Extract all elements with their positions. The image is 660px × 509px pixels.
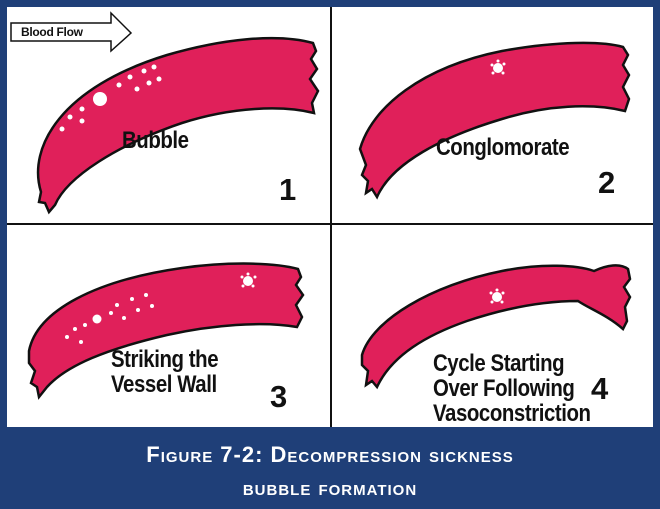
- bubble: [83, 323, 87, 327]
- bubble: [122, 316, 126, 320]
- figure-caption: Figure 7-2: Decompression sickness bubbl…: [0, 431, 660, 509]
- bubble: [73, 327, 77, 331]
- bubble: [80, 119, 85, 124]
- bubble: [152, 65, 157, 70]
- panel-4-label: Cycle Starting Over Following Vasoconstr…: [433, 351, 591, 426]
- bubble: [135, 87, 140, 92]
- bubble: [80, 107, 85, 112]
- panel-3-label: Striking the Vessel Wall: [111, 347, 218, 397]
- bubble: [241, 276, 244, 279]
- bubble: [497, 60, 500, 63]
- bubble: [115, 303, 119, 307]
- bubble: [93, 315, 102, 324]
- bubble: [502, 292, 505, 295]
- bubble: [144, 293, 148, 297]
- panel-3-number: 3: [270, 379, 287, 415]
- bubble: [503, 63, 506, 66]
- bubble: [147, 81, 152, 86]
- bubble: [68, 115, 73, 120]
- bubble: [60, 127, 65, 132]
- bubble: [242, 285, 245, 288]
- panel-1-number: 1: [279, 172, 296, 208]
- bubble: [252, 285, 255, 288]
- bubble: [128, 75, 133, 80]
- bubble: [501, 301, 504, 304]
- bubble: [496, 289, 499, 292]
- bubble: [109, 311, 113, 315]
- caption-line-2: bubble formation: [0, 475, 660, 501]
- bubble: [79, 340, 83, 344]
- bubble: [492, 292, 502, 302]
- bubble: [254, 276, 257, 279]
- bubble: [130, 297, 134, 301]
- panel-2-number: 2: [598, 165, 615, 201]
- bubble: [492, 72, 495, 75]
- bubble: [491, 301, 494, 304]
- bubble: [136, 308, 140, 312]
- panel-4-number: 4: [591, 371, 608, 407]
- bubble: [490, 292, 493, 295]
- panel-1-label: Bubble: [122, 128, 189, 153]
- bubble: [150, 304, 154, 308]
- blood-flow-label: Blood Flow: [21, 25, 83, 39]
- bubble: [243, 276, 253, 286]
- bubble: [117, 83, 122, 88]
- bubble: [65, 335, 69, 339]
- caption-line-1: Figure 7-2: Decompression sickness: [0, 442, 660, 468]
- bubble: [247, 273, 250, 276]
- panel-2-label: Conglomorate: [436, 135, 569, 160]
- bubble: [493, 63, 503, 73]
- bubble: [491, 64, 494, 67]
- bubble: [142, 69, 147, 74]
- bubble: [502, 72, 505, 75]
- bubble: [93, 92, 107, 106]
- figure-panel-area: Blood Flow Bubble 1 Conglomorate 2: [7, 7, 653, 427]
- bubble: [157, 77, 162, 82]
